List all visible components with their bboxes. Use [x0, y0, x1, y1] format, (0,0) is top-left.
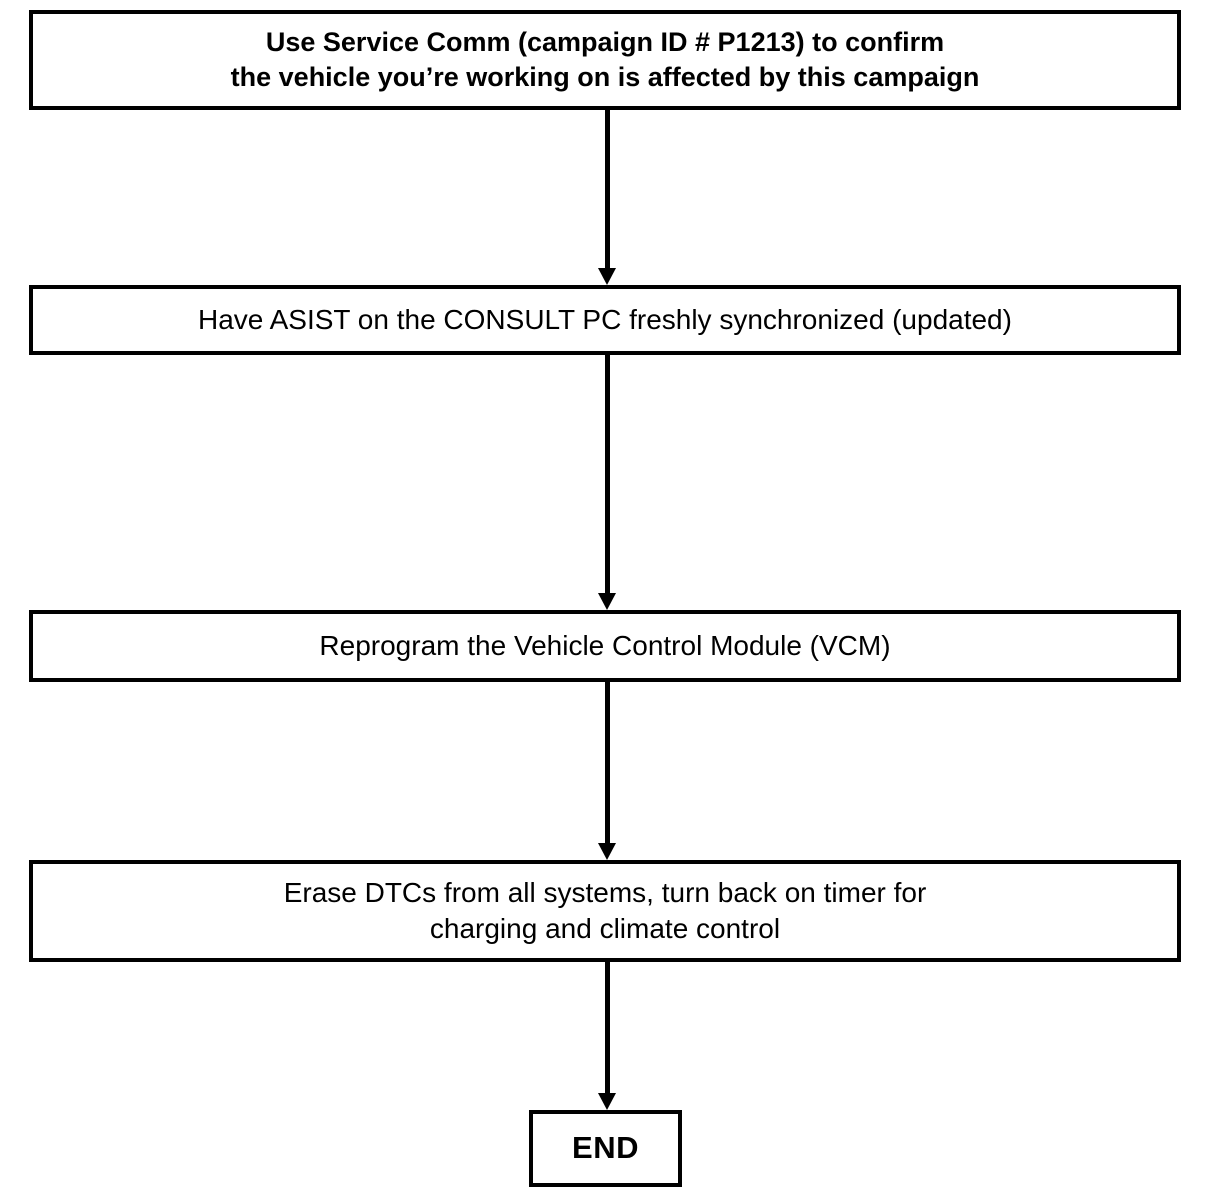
flow-node-end-terminator: END: [529, 1110, 682, 1187]
flow-node-label: Erase DTCs from all systems, turn back o…: [283, 876, 927, 944]
arrow-head-icon: [598, 843, 616, 860]
flow-node-label: Reprogram the Vehicle Control Module (VC…: [319, 629, 891, 661]
flow-node-reprogram-vcm: Reprogram the Vehicle Control Module (VC…: [29, 610, 1181, 682]
arrow-shaft: [605, 962, 610, 1093]
flow-node-erase-dtcs-restore-timers: Erase DTCs from all systems, turn back o…: [29, 860, 1181, 962]
arrow-head-icon: [598, 1093, 616, 1110]
arrow-step1-to-step2: [598, 110, 616, 285]
flow-node-verify-campaign-applicability: Use Service Comm (campaign ID # P1213) t…: [29, 10, 1181, 110]
arrow-head-icon: [598, 268, 616, 285]
flow-node-label: END: [572, 1130, 639, 1166]
flow-node-sync-asist-consult-pc: Have ASIST on the CONSULT PC freshly syn…: [29, 285, 1181, 355]
arrow-step2-to-step3: [598, 355, 616, 610]
arrow-shaft: [605, 355, 610, 593]
arrow-shaft: [605, 110, 610, 268]
arrow-shaft: [605, 682, 610, 843]
arrow-head-icon: [598, 593, 616, 610]
arrow-step4-to-end: [598, 962, 616, 1110]
flow-node-label: Have ASIST on the CONSULT PC freshly syn…: [198, 303, 1012, 335]
flow-node-label: Use Service Comm (campaign ID # P1213) t…: [230, 26, 980, 92]
arrow-step3-to-step4: [598, 682, 616, 860]
